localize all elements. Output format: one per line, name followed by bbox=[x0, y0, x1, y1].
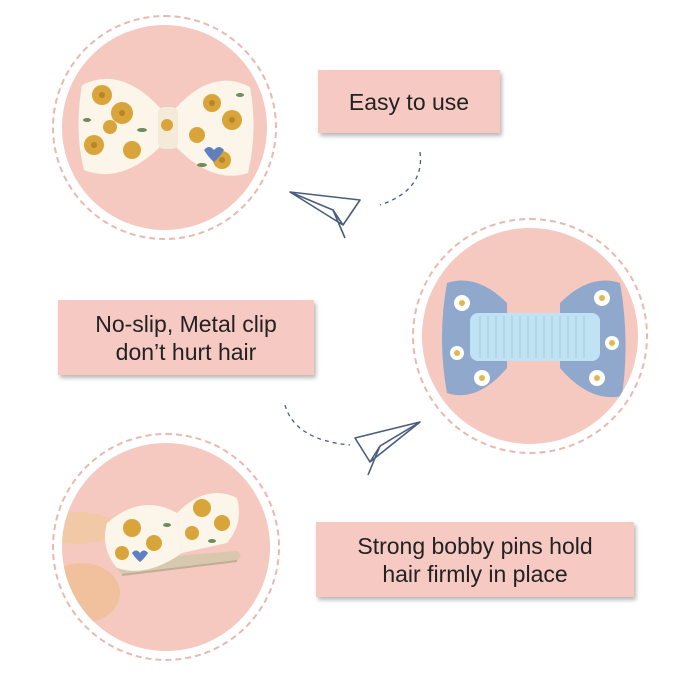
feature-label-line: don’t hurt hair bbox=[115, 338, 257, 365]
product-circle-bobby-pin bbox=[52, 433, 280, 661]
product-circle-bow-front bbox=[52, 15, 277, 240]
blue-floral-bow-clip-image bbox=[442, 280, 626, 398]
paper-plane-icon bbox=[289, 151, 422, 239]
bow-with-bobby-pin-image bbox=[62, 493, 241, 623]
feature-label-line: No-slip, Metal clip bbox=[95, 310, 277, 337]
feature-label-no-slip-clip: No-slip, Metal clip don’t hurt hair bbox=[58, 300, 314, 375]
yellow-floral-bow-image bbox=[78, 78, 254, 176]
circle-background bbox=[62, 25, 267, 230]
feature-label-line: Easy to use bbox=[348, 88, 470, 115]
feature-label-easy-to-use: Easy to use bbox=[318, 70, 500, 133]
feature-label-line: Strong bobby pins hold bbox=[357, 532, 593, 559]
circle-background bbox=[422, 228, 638, 444]
circle-background bbox=[62, 443, 270, 651]
product-circle-bow-clip bbox=[412, 218, 648, 454]
feature-label-line: hair firmly in place bbox=[382, 560, 568, 587]
paper-plane-icon bbox=[284, 404, 421, 476]
feature-label-strong-bobby-pins: Strong bobby pins hold hair firmly in pl… bbox=[316, 522, 634, 597]
